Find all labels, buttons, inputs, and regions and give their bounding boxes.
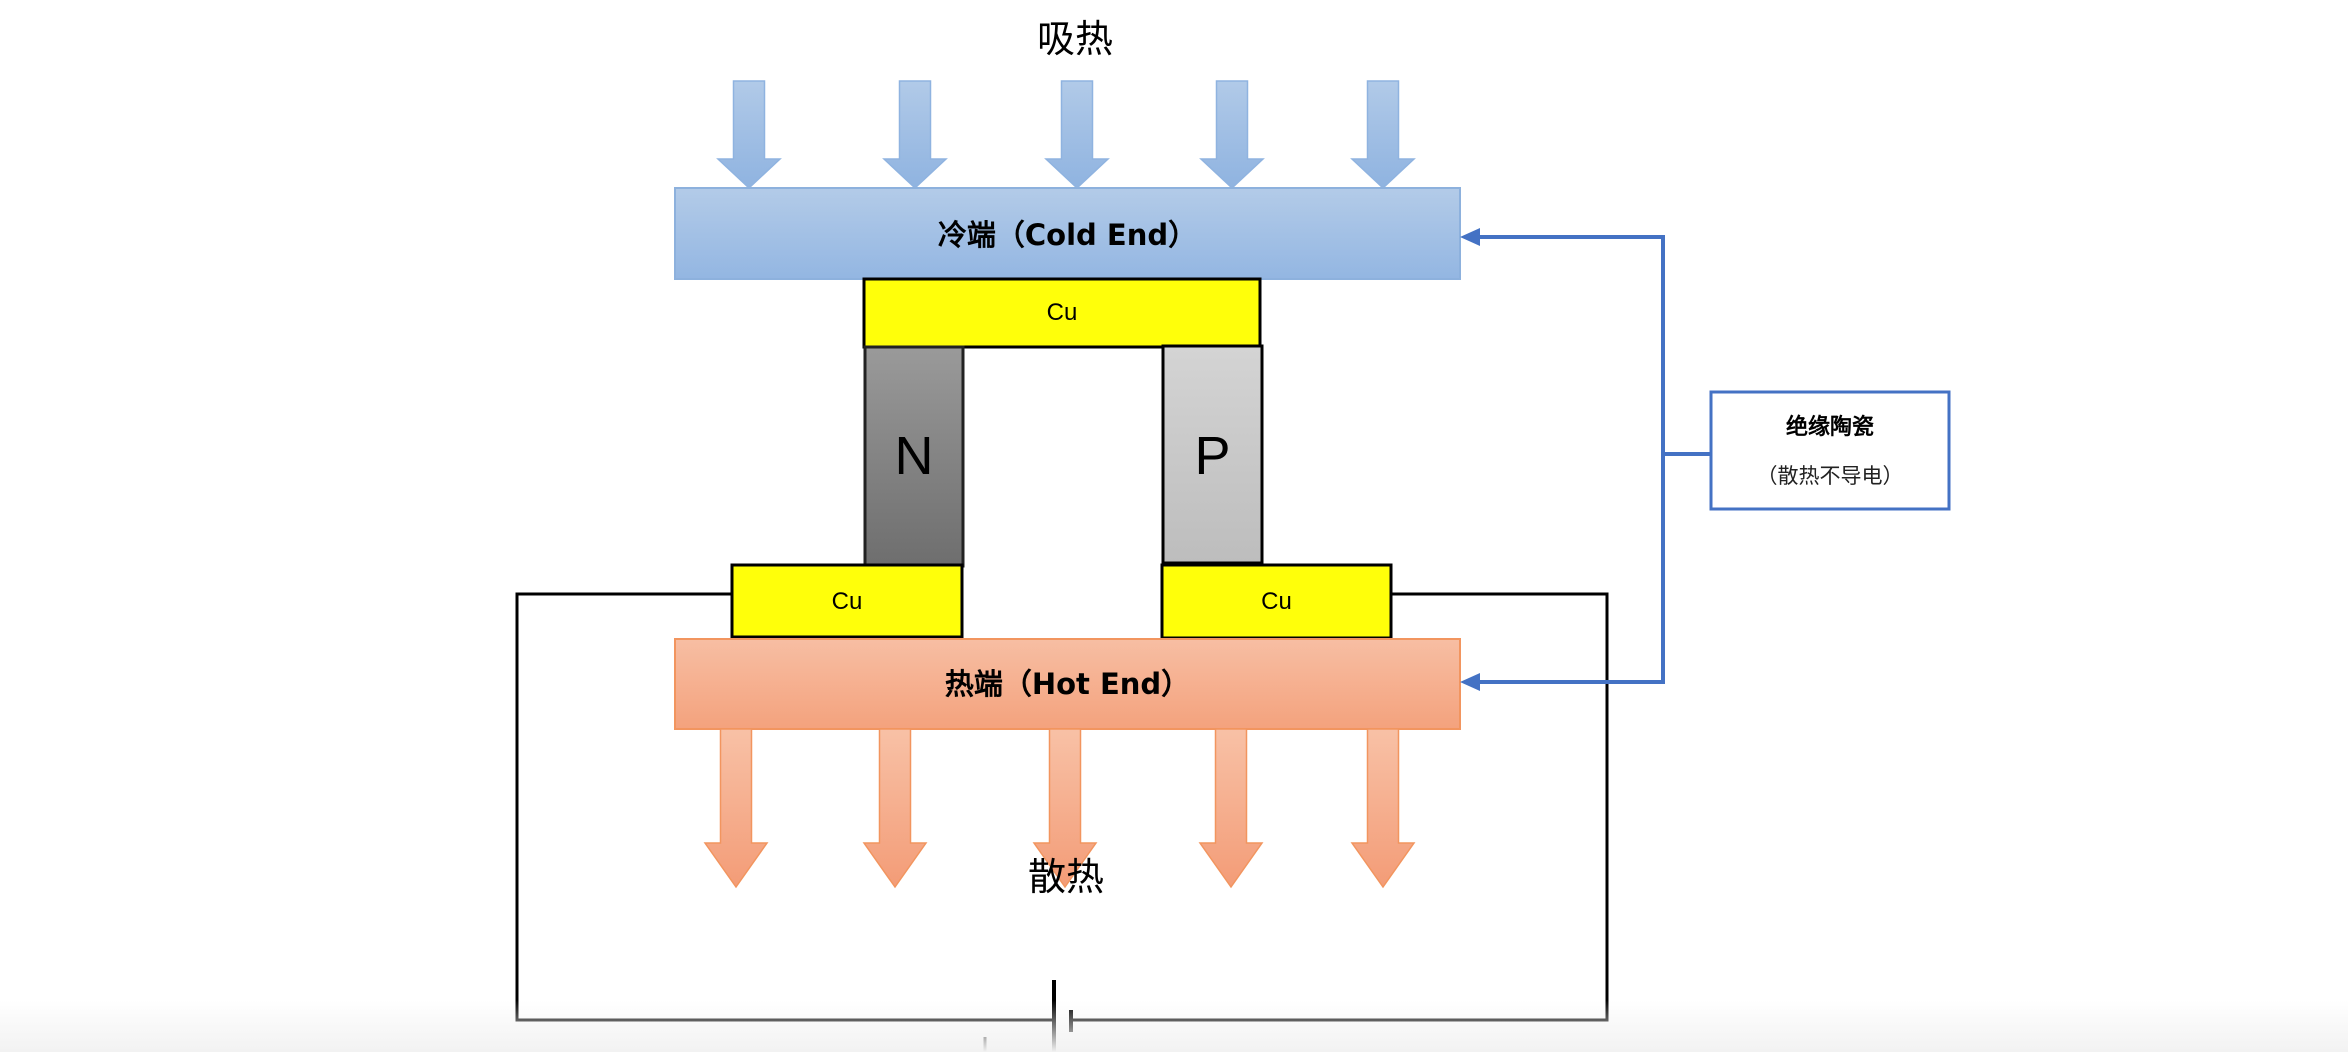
- n-leg: [863, 345, 965, 568]
- copper-bottom-right-label: Cu: [1261, 588, 1292, 615]
- hot-end-plate: [674, 638, 1461, 730]
- absorb-heat-arrows: [716, 80, 1416, 190]
- p-leg: [1161, 344, 1264, 565]
- copper-bottom-left-label: Cu: [831, 588, 863, 615]
- absorb-heat-label: 吸热: [1036, 17, 1113, 61]
- cold-end-label: 冷端（Cold End）: [937, 218, 1198, 252]
- hot-end-label: 热端（Hot End）: [944, 667, 1191, 701]
- absorb-arrow-icon: [1199, 80, 1265, 190]
- arrowhead-cold-end: [1460, 228, 1480, 246]
- copper-top-label: Cu: [1046, 299, 1078, 326]
- release-arrow-icon: [862, 728, 928, 889]
- absorb-arrow-icon: [882, 80, 948, 190]
- n-leg-label: N: [894, 426, 934, 486]
- absorb-arrow-icon: [716, 80, 782, 190]
- ceramic-note-box: [1709, 390, 1951, 511]
- connector-to-cold-end: [1475, 235, 1665, 684]
- release-arrow-icon: [1198, 728, 1264, 889]
- arrowhead-hot-end: [1460, 673, 1480, 691]
- ceramic-note-title: 绝缘陶瓷: [1785, 415, 1874, 440]
- cold-end-plate: [674, 187, 1461, 280]
- absorb-arrow-icon: [1350, 80, 1416, 190]
- release-arrow-icon: [703, 728, 769, 889]
- bottom-fade: [0, 1000, 2348, 1052]
- copper-bottom-left: [730, 563, 964, 639]
- release-arrow-icon: [1350, 728, 1416, 889]
- ceramic-connector: [1475, 235, 1711, 684]
- release-heat-arrows: [703, 728, 1416, 889]
- absorb-arrow-icon: [1044, 80, 1110, 190]
- release-arrow-icon: [1032, 728, 1098, 889]
- release-heat-label: 散热: [1027, 855, 1104, 899]
- copper-bottom-right: [1160, 563, 1393, 640]
- copper-top: [862, 277, 1262, 349]
- p-leg-label: P: [1194, 426, 1231, 486]
- ceramic-note-subtitle: （散热不导电）: [1756, 464, 1904, 488]
